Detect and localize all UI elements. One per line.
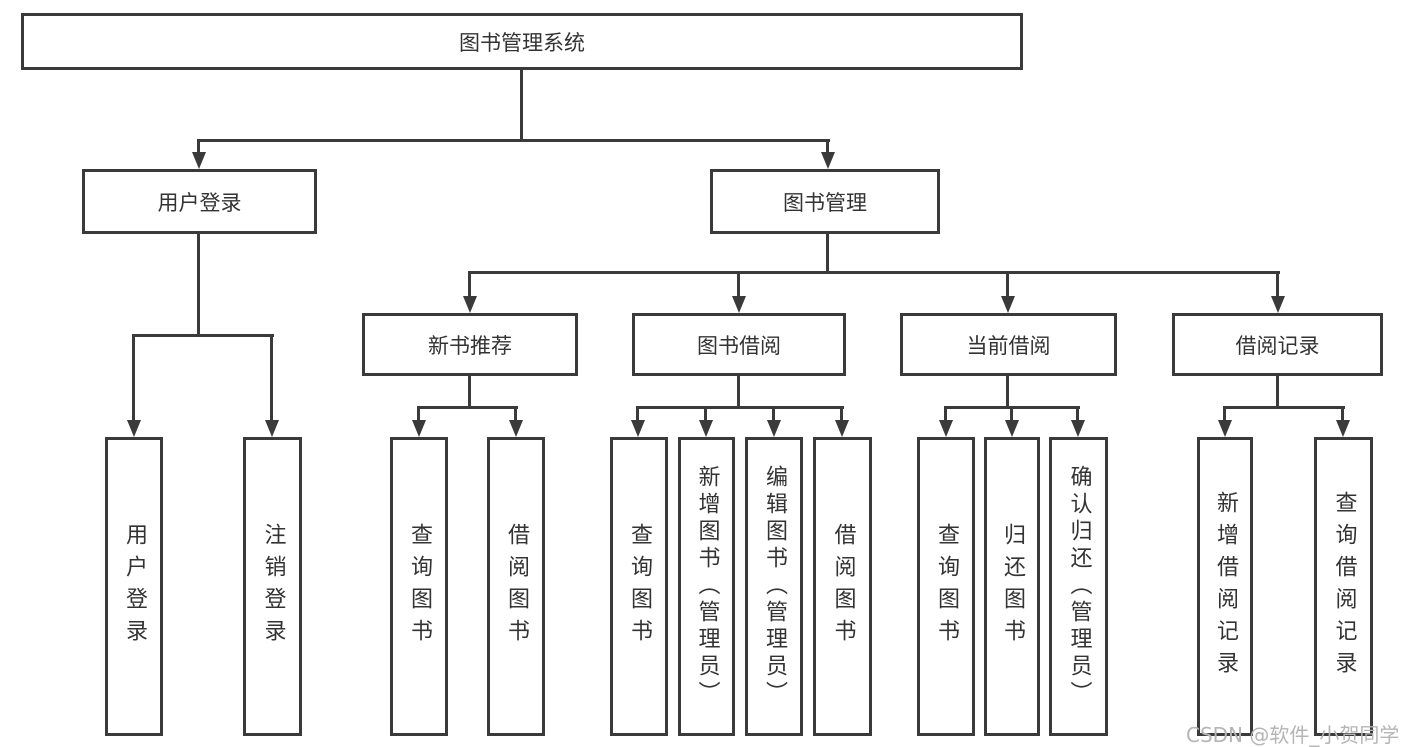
leaf-borrow-edit-books-admin: 编辑图书（管理员） [745, 437, 803, 736]
connector-line [1276, 375, 1279, 409]
arrow-down-icon [509, 420, 523, 437]
connector-line [1276, 271, 1279, 298]
connector-line [417, 406, 518, 409]
connector-line [197, 139, 200, 155]
node-user-login: 用户登录 [82, 169, 317, 234]
connector-line [704, 406, 707, 422]
connector-line [270, 334, 273, 422]
leaf-records-query-record: 查询借阅记录 [1314, 437, 1373, 736]
leaf-records-add-record: 新增借阅记录 [1197, 437, 1253, 736]
connector-line [468, 271, 1280, 274]
connector-line [1223, 406, 1226, 422]
connector-line [826, 233, 829, 274]
arrow-down-icon [821, 152, 835, 169]
node-current-borrow: 当前借阅 [900, 313, 1117, 376]
connector-line [197, 233, 200, 337]
csdn-watermark: CSDN @软件_小贺同学 [1186, 723, 1400, 747]
node-book-borrow: 图书借阅 [632, 313, 846, 376]
leaf-borrow-borrow-books: 借阅图书 [813, 437, 872, 736]
arrow-down-icon [1271, 296, 1285, 313]
arrow-down-icon [463, 296, 477, 313]
connector-line [840, 406, 843, 422]
arrow-down-icon [1001, 296, 1015, 313]
connector-line [944, 406, 947, 422]
arrow-down-icon [939, 420, 953, 437]
arrow-down-icon [1218, 420, 1232, 437]
leaf-recommend-borrow-books: 借阅图书 [487, 437, 545, 736]
connector-line [737, 271, 740, 298]
connector-line [197, 139, 830, 142]
connector-line [1006, 271, 1009, 298]
arrow-down-icon [127, 420, 141, 437]
arrow-down-icon [1336, 420, 1350, 437]
connector-line [636, 406, 639, 422]
node-book-management: 图书管理 [710, 169, 940, 234]
arrow-down-icon [1005, 420, 1019, 437]
connector-line [1341, 406, 1344, 422]
connector-line [1010, 406, 1013, 422]
leaf-user-login: 用户登录 [105, 437, 163, 736]
leaf-current-return-books: 归还图书 [984, 437, 1040, 736]
leaf-current-query-books: 查询图书 [917, 437, 975, 736]
connector-line [636, 406, 844, 409]
arrow-down-icon [699, 420, 713, 437]
connector-line [520, 70, 523, 141]
connector-line [1223, 406, 1345, 409]
connector-line [514, 406, 517, 422]
connector-line [468, 271, 471, 298]
connector-line [737, 375, 740, 409]
leaf-recommend-query-books: 查询图书 [390, 437, 448, 736]
arrow-down-icon [732, 296, 746, 313]
connector-line [468, 375, 471, 409]
arrow-down-icon [631, 420, 645, 437]
arrow-down-icon [1071, 420, 1085, 437]
arrow-down-icon [835, 420, 849, 437]
connector-line [1006, 375, 1009, 409]
arrow-down-icon [265, 420, 279, 437]
connector-line [1076, 406, 1079, 422]
arrow-down-icon [767, 420, 781, 437]
arrow-down-icon [412, 420, 426, 437]
connector-line [132, 334, 274, 337]
node-borrow-records: 借阅记录 [1172, 313, 1383, 376]
leaf-current-confirm-return-admin: 确认归还（管理员） [1049, 437, 1108, 736]
leaf-borrow-add-books-admin: 新增图书（管理员） [678, 437, 735, 736]
node-new-book-recommend: 新书推荐 [362, 313, 578, 376]
connector-line [772, 406, 775, 422]
arrow-down-icon [192, 152, 206, 169]
node-library-management-system: 图书管理系统 [21, 13, 1023, 70]
leaf-borrow-query-books: 查询图书 [610, 437, 668, 736]
connector-line [132, 334, 135, 422]
connector-line [417, 406, 420, 422]
leaf-logout: 注销登录 [243, 437, 302, 736]
connector-line [826, 139, 829, 155]
